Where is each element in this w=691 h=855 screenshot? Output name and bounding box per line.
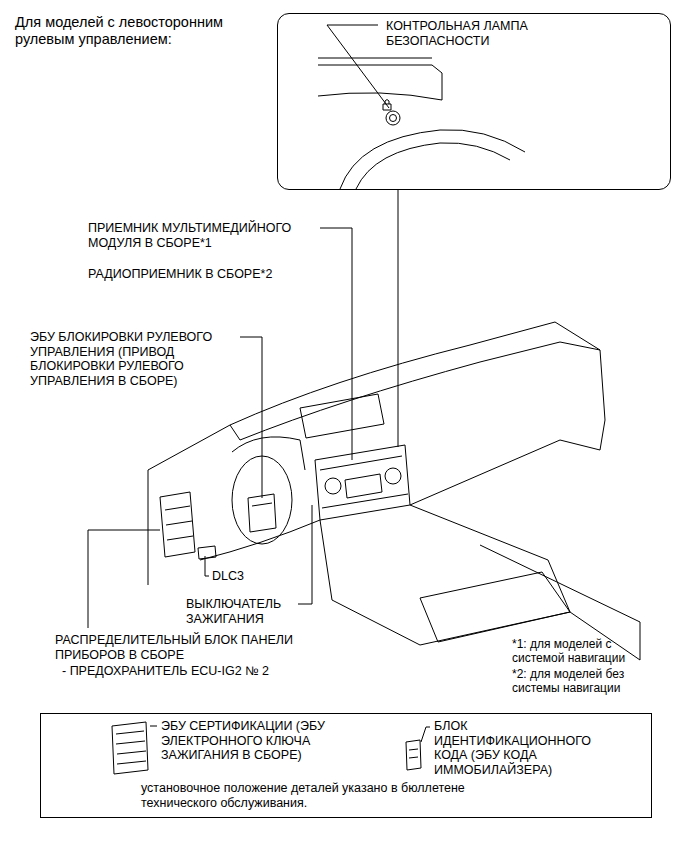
note-text: установочное положение деталей указано в… <box>141 781 501 810</box>
part-name: ВЫКЛЮЧАТЕЛЬ ЗАЖИГАНИЯ <box>186 597 296 626</box>
leader-line <box>398 190 399 447</box>
certification-ecu <box>116 731 146 764</box>
dash-edge <box>318 58 432 59</box>
radio-face <box>345 474 382 498</box>
immobiliser-ecu <box>406 740 421 770</box>
leader-line <box>88 530 160 628</box>
lamp-ring <box>386 111 400 125</box>
knob <box>385 468 401 484</box>
gauge-arc <box>356 143 510 189</box>
part-name: ЭБУ БЛОКИРОВКИ РУЛЕВОГО УПРАВЛЕНИЯ (ПРИВ… <box>30 330 245 388</box>
armrest <box>420 572 570 642</box>
cabin-illustration <box>88 190 640 660</box>
leader-line <box>320 228 352 460</box>
footnote: *2: для моделей без системы навигации <box>512 667 662 695</box>
knob <box>325 478 341 494</box>
center-stack <box>315 445 410 520</box>
junction-block <box>160 492 195 557</box>
panel-edge <box>442 73 443 100</box>
detail-inset: КОНТРОЛЬНАЯ ЛАМПА БЕЗОПАСНОСТИ <box>277 13 671 190</box>
center-stack <box>320 456 408 508</box>
fuse-name: - ПРЕДОХРАНИТЕЛЬ ECU-IG2 № 2 <box>62 664 269 679</box>
display-opening <box>300 394 384 438</box>
leader-line <box>421 727 430 742</box>
certification-ecu <box>112 722 148 774</box>
dash-lip <box>230 342 600 440</box>
dash-right <box>410 440 600 505</box>
part-name: РАДИОПРИЕМНИК В СБОРЕ*2 <box>88 267 272 282</box>
dlc3-connector <box>198 546 216 559</box>
part-name: ПРИЕМНИК МУЛЬТИМЕДИЙНОГО МОДУЛЯ В СБОРЕ*… <box>88 221 313 250</box>
footnote: *1: для моделей с системой навигации <box>512 637 662 665</box>
part-name: БЛОК ИДЕНТИФИКАЦИОННОГО КОДА (ЭБУ КОДА И… <box>434 719 614 777</box>
part-name: КОНТРОЛЬНАЯ ЛАМПА БЕЗОПАСНОСТИ <box>386 19 566 48</box>
lamp-ring <box>390 115 397 122</box>
dash-top <box>148 322 600 585</box>
part-name: DLC3 <box>212 569 244 584</box>
meter-hood <box>232 437 305 470</box>
steering-lock <box>248 494 276 532</box>
dash-lower <box>200 520 320 560</box>
diagram-title: Для моделей с левосторонним рулевым упра… <box>15 14 250 48</box>
leader-line <box>150 726 157 727</box>
floor-edge <box>480 350 640 660</box>
dash-edge <box>318 65 442 73</box>
leader-line <box>240 337 262 498</box>
console <box>320 505 570 645</box>
part-name: РАСПРЕДЕЛИТЕЛЬНЫЙ БЛОК ПАНЕЛИ ПРИБОРОВ В… <box>55 633 320 662</box>
leader-line <box>205 556 209 576</box>
note-box: ЭБУ СЕРТИФИКАЦИИ (ЭБУ ЭЛЕКТРОННОГО КЛЮЧА… <box>40 713 652 818</box>
part-name: ЭБУ СЕРТИФИКАЦИИ (ЭБУ ЭЛЕКТРОННОГО КЛЮЧА… <box>161 719 361 763</box>
inset-illustration <box>318 25 525 189</box>
leader-line <box>327 25 389 108</box>
leader-line <box>298 505 312 604</box>
gauge-arc <box>340 130 525 189</box>
